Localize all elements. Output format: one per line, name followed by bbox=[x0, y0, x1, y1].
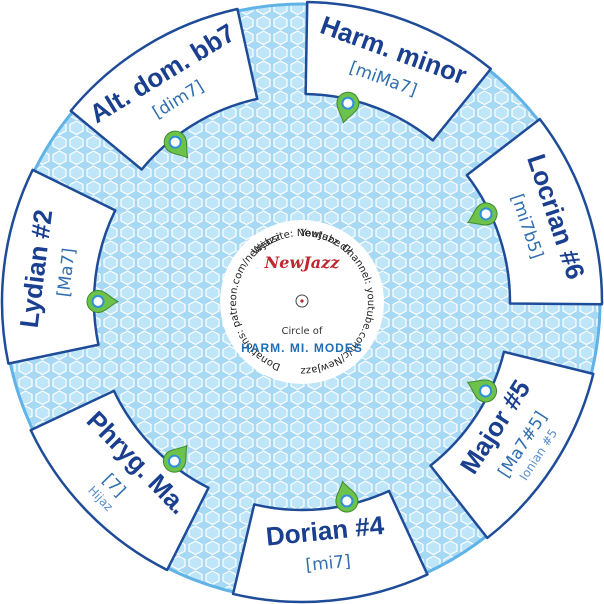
mode-card: Harm. minor[miMa7] bbox=[304, 0, 493, 142]
mode-card: Dorian #4[mi7] bbox=[231, 480, 429, 604]
map-pin-icon bbox=[162, 444, 188, 473]
newjazz-logo: NewJazz bbox=[264, 253, 341, 272]
center-dot bbox=[300, 299, 304, 303]
center-title: HARM. MI. MODES bbox=[241, 341, 363, 355]
map-pin-icon bbox=[466, 379, 498, 403]
map-pin-icon bbox=[163, 130, 189, 159]
map-pin-icon bbox=[466, 202, 498, 226]
map-pin-icon bbox=[86, 289, 120, 313]
mode-card: Lydian #2[Ma7] bbox=[0, 168, 120, 365]
center-label: Website: NewJazz.dk Youtube Channel: you… bbox=[220, 220, 384, 384]
map-pin-icon bbox=[336, 91, 360, 124]
map-pin-icon bbox=[335, 480, 359, 513]
mode-card: Phryg. Ma.[7]Hijaz bbox=[29, 389, 210, 572]
mode-chord: [mi7] bbox=[305, 551, 352, 575]
mode-card: Locrian #6[mi7b5] bbox=[465, 117, 604, 306]
circle-of-text: Circle of bbox=[282, 326, 323, 337]
